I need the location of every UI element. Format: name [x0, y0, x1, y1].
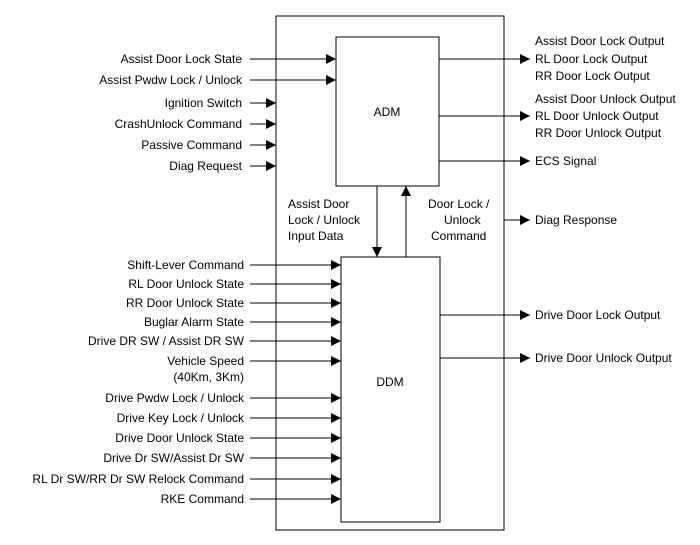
adm-input-label: Assist Door Lock State: [121, 52, 243, 66]
ddm-label: DDM: [376, 375, 403, 389]
ecs-output-label: ECS Signal: [535, 154, 596, 168]
ddm-block: [340, 256, 441, 523]
adm-label: ADM: [374, 105, 401, 119]
adm-output-label: RL Door Lock Output: [535, 52, 648, 66]
ddm-output-label: Drive Door Lock Output: [535, 308, 661, 322]
link-down-label: Assist Door: [288, 197, 349, 211]
link-up-label: Command: [431, 229, 486, 243]
adm-block: [335, 36, 440, 187]
link-down-label: Input Data: [288, 229, 344, 243]
ddm-input-label: RKE Command: [161, 492, 244, 506]
ddm-input-label: Drive Pwdw Lock / Unlock: [105, 391, 245, 405]
ddm-input-label: Drive Door Unlock State: [115, 431, 244, 445]
vehicle-speed-sub-label: (40Km, 3Km): [173, 370, 244, 384]
ddm-input-label: Drive DR SW / Assist DR SW: [88, 334, 245, 348]
adm-output-label: RR Door Lock Output: [535, 69, 650, 83]
ddm-input-label: RR Door Unlock State: [126, 296, 244, 310]
outer-input-label: Passive Command: [141, 138, 242, 152]
link-up-label: Unlock: [444, 213, 482, 227]
ddm-input-label: Vehicle Speed: [167, 354, 244, 368]
ddm-input-label: Drive Dr SW/Assist Dr SW: [103, 451, 244, 465]
ddm-input-label: RL Dr SW/RR Dr SW Relock Command: [32, 472, 244, 486]
outer-input-label: Diag Request: [169, 159, 242, 173]
outer-input-label: CrashUnlock Command: [115, 117, 242, 131]
adm-input-label: Assist Pwdw Lock / Unlock: [99, 73, 243, 87]
link-down-label: Lock / Unlock: [288, 213, 361, 227]
ddm-input-label: Shift-Lever Command: [127, 258, 244, 272]
ddm-input-label: Drive Key Lock / Unlock: [117, 411, 245, 425]
adm-output-label: RR Door Unlock Output: [535, 126, 662, 140]
adm-output-label: Assist Door Lock Output: [535, 34, 665, 48]
ddm-output-label: Drive Door Unlock Output: [535, 351, 672, 365]
ddm-input-label: Buglar Alarm State: [144, 315, 244, 329]
adm-output-label: Assist Door Unlock Output: [535, 92, 676, 106]
adm-output-label: RL Door Unlock Output: [535, 109, 659, 123]
diag-response-label: Diag Response: [535, 213, 617, 227]
ddm-input-label: RL Door Unlock State: [128, 277, 244, 291]
link-up-label: Door Lock /: [428, 197, 490, 211]
outer-input-label: Ignition Switch: [165, 96, 242, 110]
